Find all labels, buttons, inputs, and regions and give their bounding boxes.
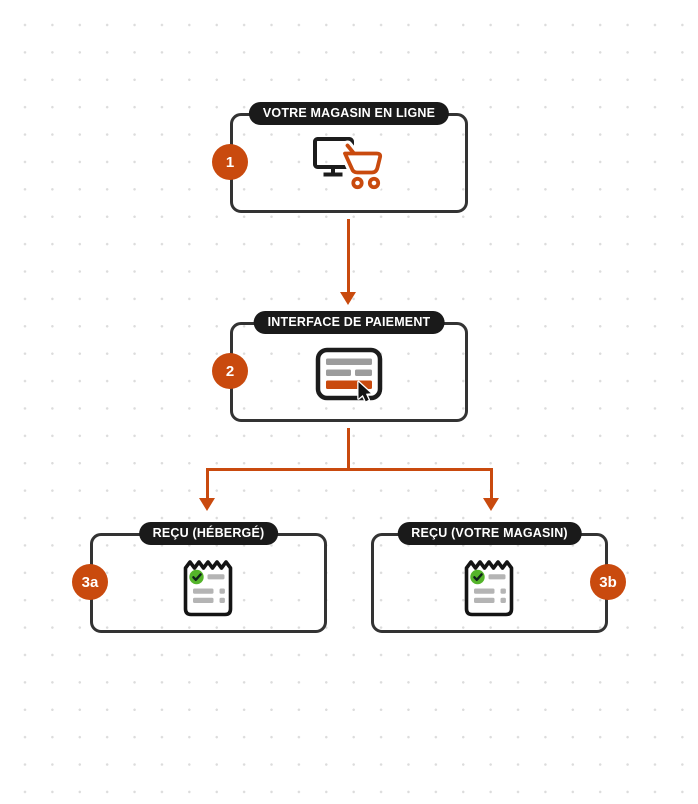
node-online-store: VOTRE MAGASIN EN LIGNE 1 bbox=[212, 102, 468, 213]
edge-store-to-payment-line bbox=[347, 219, 350, 293]
step-badge: 3b bbox=[590, 564, 626, 600]
edge-to-receipt-store-line bbox=[490, 468, 493, 499]
edge-to-receipt-hosted-arrowhead bbox=[199, 498, 215, 511]
payment-form-cursor-icon bbox=[315, 347, 383, 405]
step-badge: 3a bbox=[72, 564, 108, 600]
step-number: 1 bbox=[225, 153, 235, 171]
node-receipt-hosted: REÇU (HÉBERGÉ) 3a bbox=[72, 522, 327, 633]
node-label: REÇU (VOTRE MAGASIN) bbox=[411, 526, 568, 540]
edge-payment-split-stem bbox=[347, 428, 350, 471]
node-label: REÇU (HÉBERGÉ) bbox=[152, 526, 265, 540]
node-receipt-store: REÇU (VOTRE MAGASIN) 3b bbox=[371, 522, 626, 633]
edge-to-receipt-store-arrowhead bbox=[483, 498, 499, 511]
monitor-cart-icon bbox=[311, 136, 387, 198]
step-number: 2 bbox=[225, 362, 235, 380]
step-badge: 2 bbox=[212, 353, 248, 389]
node-payment-interface: INTERFACE DE PAIEMENT 2 bbox=[212, 311, 468, 422]
node-label-pill: REÇU (HÉBERGÉ) bbox=[138, 522, 279, 545]
node-label-pill: INTERFACE DE PAIEMENT bbox=[253, 311, 445, 334]
edge-to-receipt-hosted-line bbox=[206, 468, 209, 499]
receipt-check-icon bbox=[182, 556, 236, 618]
edge-payment-split-crossbar bbox=[206, 468, 493, 471]
step-number: 3a bbox=[81, 573, 99, 591]
node-label: VOTRE MAGASIN EN LIGNE bbox=[262, 106, 436, 120]
node-label-pill: VOTRE MAGASIN EN LIGNE bbox=[248, 102, 450, 125]
step-badge: 1 bbox=[212, 144, 248, 180]
node-label-pill: REÇU (VOTRE MAGASIN) bbox=[397, 522, 582, 545]
step-number: 3b bbox=[599, 573, 617, 591]
receipt-check-icon bbox=[463, 556, 517, 618]
node-label: INTERFACE DE PAIEMENT bbox=[267, 315, 431, 329]
edge-store-to-payment-arrowhead bbox=[340, 292, 356, 305]
